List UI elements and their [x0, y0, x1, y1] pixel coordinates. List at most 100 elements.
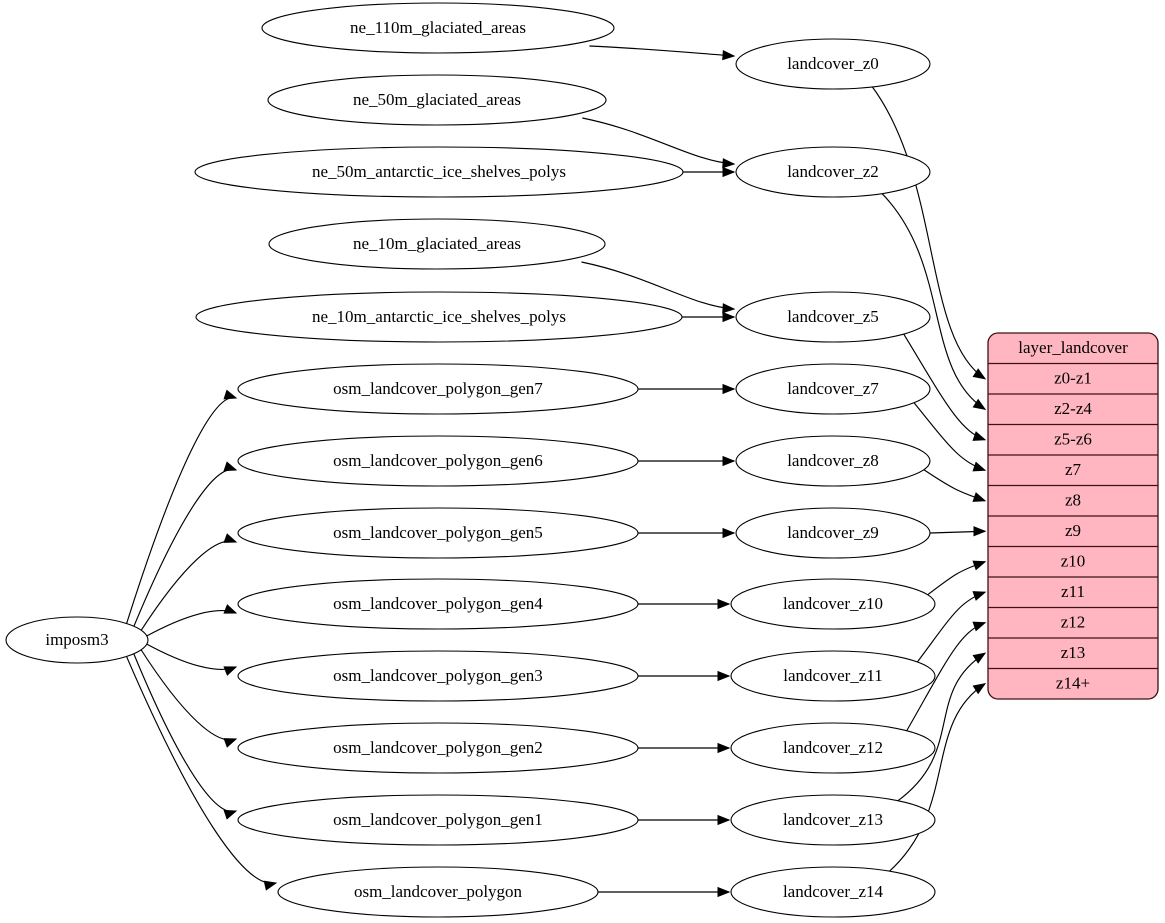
- node-shape: [730, 722, 936, 774]
- node-label: osm_landcover_polygon_gen2: [333, 738, 543, 757]
- edge-arrowhead: [722, 166, 736, 178]
- edge-arrowhead: [972, 398, 987, 410]
- record-row-label: z7: [1065, 460, 1082, 479]
- edge-arrowhead: [722, 383, 736, 395]
- edge-arrowhead: [972, 591, 987, 601]
- node-label: osm_landcover_polygon: [354, 882, 523, 901]
- edge-arrowhead: [972, 492, 987, 502]
- edge-arrowhead: [223, 604, 238, 614]
- node-shape: [267, 74, 607, 126]
- graph-node-landcover_z0[interactable]: landcover_z0: [735, 38, 931, 90]
- edge-arrowhead: [722, 311, 736, 323]
- node-shape: [237, 363, 639, 415]
- node-shape: [730, 866, 936, 918]
- edge-ne_110m_glaciated_areas-landcover_z0: [589, 45, 735, 57]
- node-label: ne_50m_glaciated_areas: [353, 90, 521, 109]
- record-row-label: z11: [1061, 582, 1085, 601]
- record-row-label: z9: [1065, 521, 1081, 540]
- node-label: landcover_z9: [787, 523, 879, 542]
- edge-arrowhead: [223, 809, 238, 820]
- edge-arrowhead: [722, 527, 736, 539]
- node-label: landcover_z10: [783, 594, 883, 613]
- edge-ne_50m_glaciated_areas-landcover_z2: [582, 117, 735, 165]
- node-label: landcover_z5: [787, 307, 879, 326]
- node-label: ne_110m_glaciated_areas: [350, 18, 526, 37]
- graph-node-osm_landcover_polygon_gen7[interactable]: osm_landcover_polygon_gen7: [237, 363, 639, 415]
- graph-node-osm_landcover_polygon_gen4[interactable]: osm_landcover_polygon_gen4: [237, 578, 639, 630]
- graph-node-landcover_z12[interactable]: landcover_z12: [730, 722, 936, 774]
- node-shape: [730, 650, 936, 702]
- node-label: osm_landcover_polygon_gen1: [333, 810, 543, 829]
- edge-landcover_z13-z13: [896, 652, 986, 803]
- edge-arrowhead: [972, 461, 987, 472]
- node-label: landcover_z2: [787, 162, 879, 181]
- edge-arrowhead: [722, 455, 736, 467]
- edge-imposm3-osm_landcover_polygon_gen3: [144, 642, 237, 670]
- edge-arrowhead: [972, 368, 987, 380]
- node-shape: [735, 291, 931, 343]
- record-row-label: z14+: [1056, 674, 1090, 693]
- edge-arrowhead: [223, 461, 238, 472]
- record-row-label: z2-z4: [1054, 399, 1092, 418]
- graph-node-landcover_z5[interactable]: landcover_z5: [735, 291, 931, 343]
- node-label: ne_10m_antarctic_ice_shelves_polys: [312, 307, 566, 326]
- node-shape: [735, 435, 931, 487]
- graph-node-ne_50m_antarctic_ice_shelves_polys[interactable]: ne_50m_antarctic_ice_shelves_polys: [194, 146, 684, 198]
- node-shape: [730, 794, 936, 846]
- edge-arrowhead: [972, 683, 987, 695]
- graph-node-landcover_z7[interactable]: landcover_z7: [735, 363, 931, 415]
- graph-node-osm_landcover_polygon_gen5[interactable]: osm_landcover_polygon_gen5: [237, 507, 639, 559]
- node-shape: [735, 363, 931, 415]
- node-shape: [237, 435, 639, 487]
- graph-node-ne_10m_glaciated_areas[interactable]: ne_10m_glaciated_areas: [268, 218, 606, 270]
- node-label: landcover_z12: [783, 738, 883, 757]
- node-shape: [237, 650, 639, 702]
- record-row-label: z10: [1061, 552, 1086, 571]
- node-label: ne_50m_antarctic_ice_shelves_polys: [312, 162, 566, 181]
- edge-landcover_z0-z0-z1: [871, 85, 986, 380]
- edge-arrowhead: [972, 652, 987, 664]
- record-row-label: z5-z6: [1054, 430, 1092, 449]
- edge-arrowhead: [972, 431, 987, 441]
- node-shape: [735, 146, 931, 198]
- node-label: ne_10m_glaciated_areas: [353, 234, 521, 253]
- graph-node-landcover_z11[interactable]: landcover_z11: [730, 650, 936, 702]
- edge-arrowhead: [717, 742, 731, 754]
- graph-node-osm_landcover_polygon_gen1[interactable]: osm_landcover_polygon_gen1: [237, 794, 639, 846]
- edge-arrowhead: [717, 670, 731, 682]
- edge-arrowhead: [223, 738, 238, 748]
- graph-node-landcover_z13[interactable]: landcover_z13: [730, 794, 936, 846]
- edge-imposm3-osm_landcover_polygon: [125, 656, 277, 884]
- record-row-label: z13: [1061, 643, 1086, 662]
- record-row-label: z0-z1: [1054, 369, 1092, 388]
- graph-node-ne_50m_glaciated_areas[interactable]: ne_50m_glaciated_areas: [267, 74, 607, 126]
- edge-arrowhead: [223, 666, 238, 676]
- node-label: landcover_z11: [783, 666, 882, 685]
- graph-node-ne_110m_glaciated_areas[interactable]: ne_110m_glaciated_areas: [261, 2, 615, 54]
- graph-node-landcover_z14[interactable]: landcover_z14: [730, 866, 936, 918]
- node-label: landcover_z8: [787, 451, 879, 470]
- node-shape: [261, 2, 615, 54]
- graph-node-osm_landcover_polygon[interactable]: osm_landcover_polygon: [277, 866, 599, 918]
- graph-node-osm_landcover_polygon_gen6[interactable]: osm_landcover_polygon_gen6: [237, 435, 639, 487]
- node-label: landcover_z0: [787, 54, 879, 73]
- node-shape: [735, 38, 931, 90]
- graph-node-osm_landcover_polygon_gen2[interactable]: osm_landcover_polygon_gen2: [237, 722, 639, 774]
- graph-node-landcover_z8[interactable]: landcover_z8: [735, 435, 931, 487]
- edge-landcover_z2-z2-z4: [880, 192, 986, 410]
- graph-node-imposm3[interactable]: imposm3: [5, 616, 149, 664]
- graph-node-landcover_z2[interactable]: landcover_z2: [735, 146, 931, 198]
- edge-arrowhead: [717, 814, 731, 826]
- edge-arrowhead: [263, 880, 278, 891]
- graph-node-landcover_z10[interactable]: landcover_z10: [730, 578, 936, 630]
- node-label: osm_landcover_polygon_gen3: [333, 666, 543, 685]
- graph-node-ne_10m_antarctic_ice_shelves_polys[interactable]: ne_10m_antarctic_ice_shelves_polys: [195, 291, 683, 343]
- node-label: imposm3: [45, 630, 108, 649]
- node-shape: [237, 507, 639, 559]
- node-label: osm_landcover_polygon_gen6: [333, 451, 543, 470]
- edge-arrowhead: [972, 621, 987, 632]
- graph-node-osm_landcover_polygon_gen3[interactable]: osm_landcover_polygon_gen3: [237, 650, 639, 702]
- graph-node-landcover_z9[interactable]: landcover_z9: [735, 507, 931, 559]
